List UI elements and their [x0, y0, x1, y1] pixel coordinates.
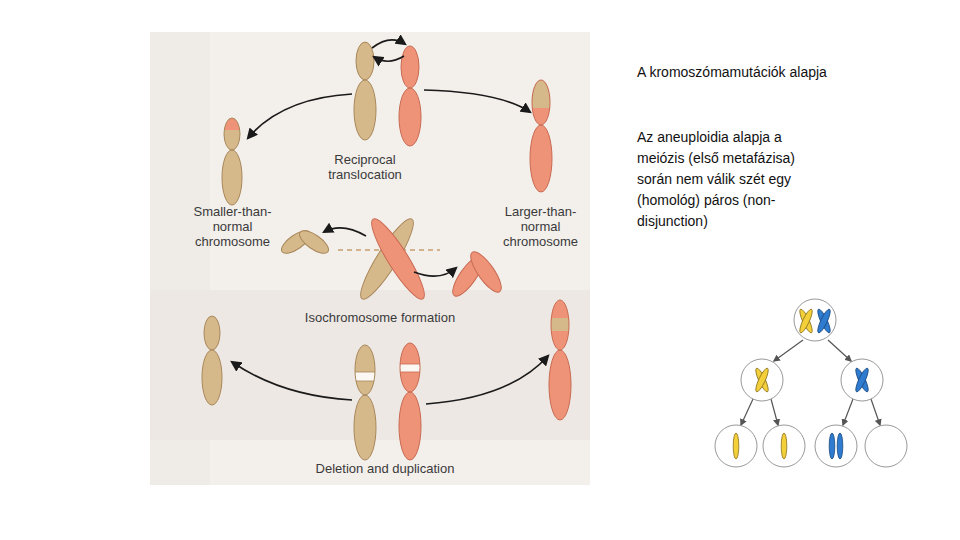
process-arrow: [424, 90, 530, 112]
chromosome: [395, 338, 425, 466]
chromatid: [798, 308, 815, 334]
chromosome-arm: [399, 88, 421, 146]
chromosome-segment: [545, 295, 575, 425]
chromatid: [829, 433, 835, 459]
chromatid: [854, 367, 871, 393]
chromosome-segment: [215, 110, 250, 210]
figure-label: Smaller-than-normal chromosome: [190, 204, 275, 249]
chromatid: [854, 367, 871, 393]
chromosome-arm: [354, 80, 376, 140]
chromosome-outline: [399, 392, 421, 460]
deleted-band: [350, 372, 380, 381]
figure-label: Isochromosome formation: [290, 310, 470, 325]
chromosome-outline: [222, 150, 242, 205]
chromosome: [202, 316, 222, 405]
chromosome-arm: [466, 248, 507, 296]
chromatid: [816, 308, 833, 334]
body-text: Az aneuploidia alapja a meiózis (első me…: [637, 127, 829, 232]
exchange-arrow: [372, 40, 405, 48]
chromosome-segment: [350, 340, 380, 465]
chromosome-outline: [551, 300, 569, 350]
figure-label: Deletion and duplication: [285, 461, 485, 476]
chromosome-arm: [202, 350, 222, 405]
division-arrow: [828, 340, 851, 361]
break-band: [395, 364, 425, 372]
meiosis-scheme: [715, 299, 907, 467]
chromosome-outline: [355, 345, 375, 395]
process-arrow: [232, 362, 352, 400]
cell-circle: [763, 425, 805, 467]
cell-circle: [715, 425, 757, 467]
chromosome-outline: [354, 395, 376, 460]
chromosome-arm: [204, 316, 220, 350]
slide-title: A kromoszómamutációk alapja: [637, 63, 937, 81]
process-arrow: [426, 356, 548, 404]
chromosome: [354, 42, 376, 140]
cell-circle: [815, 425, 857, 467]
chromosome-arm: [401, 46, 419, 88]
process-arrow: [414, 268, 456, 276]
cell-circle: [865, 425, 907, 467]
chromatid: [781, 433, 787, 459]
chromosome-segment: [215, 110, 250, 130]
isochromosome: [278, 227, 332, 258]
chromatid: [798, 308, 815, 334]
chromosome: [545, 295, 575, 425]
cell-circle: [741, 359, 783, 401]
division-arrow: [871, 399, 880, 425]
chromosome: [350, 340, 380, 465]
chromatid: [837, 433, 843, 459]
chromatid: [754, 367, 771, 393]
process-arrow: [324, 228, 366, 236]
chromosome-outline: [224, 118, 240, 150]
division-arrow: [843, 399, 853, 425]
chromosome-outline: [532, 80, 550, 125]
cell-circle: [841, 359, 883, 401]
chromosome: [525, 75, 560, 200]
process-arrow: [248, 94, 352, 138]
duplicated-band: [545, 318, 575, 331]
chromosome: [215, 110, 250, 210]
exchange-arrow: [374, 56, 404, 61]
figure-label: Larger-than-normal chromosome: [498, 204, 583, 249]
chromosome-segment: [525, 75, 560, 200]
chromosome-arm: [356, 42, 374, 80]
division-arrow: [771, 399, 778, 425]
chromosome-segment: [395, 338, 425, 466]
chromosome-outline: [400, 343, 420, 392]
figure-label: Reciprocal translocation: [315, 152, 415, 182]
scan-background: [150, 32, 590, 485]
chromatid: [754, 367, 771, 393]
scan-shade: [150, 32, 210, 485]
cell-circle: [794, 299, 836, 341]
chromosome: [399, 46, 421, 146]
chromosome-outline: [549, 350, 571, 420]
division-arrow: [774, 340, 803, 361]
chromatid: [733, 433, 739, 459]
chromatid: [816, 308, 833, 334]
isochromosome: [448, 248, 507, 300]
chromatid: [365, 214, 432, 304]
division-arrow: [741, 399, 753, 425]
chromosome-outline: [530, 125, 552, 192]
